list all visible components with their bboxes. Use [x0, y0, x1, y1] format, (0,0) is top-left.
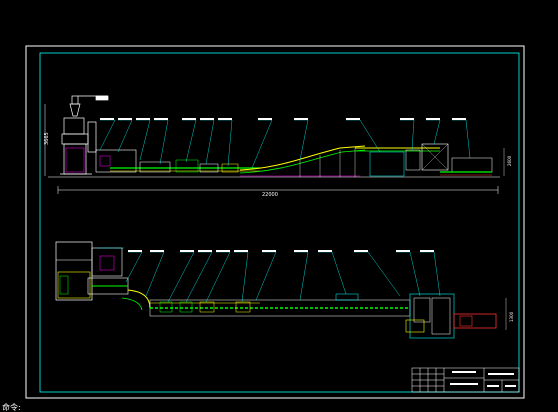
plan-machine-block — [55, 241, 93, 301]
elevation-view: 3665 22000 — [44, 95, 512, 198]
elevation-callouts — [99, 119, 471, 169]
elevation-callout-tags — [100, 118, 466, 120]
drawing-inner-frame — [39, 52, 520, 393]
elevation-conveyor: 2600 — [95, 143, 512, 177]
tower-hatch — [65, 147, 85, 173]
title-block — [411, 367, 520, 393]
plan-callouts — [98, 247, 441, 303]
dimension-right: 2600 — [507, 155, 512, 166]
dimension-length: 22000 — [262, 192, 278, 198]
filling-machine — [60, 95, 109, 175]
title-block-text-marks — [450, 371, 516, 387]
command-line[interactable]: 命令: — [0, 404, 558, 412]
plan-callout-tags — [128, 250, 434, 252]
plan-view: 1300 — [55, 241, 514, 339]
dimension-side: 1300 — [509, 311, 514, 322]
dimension-height: 3665 — [44, 132, 50, 145]
command-prompt: 命令: — [2, 403, 21, 412]
drawing-outer-frame — [25, 45, 525, 399]
